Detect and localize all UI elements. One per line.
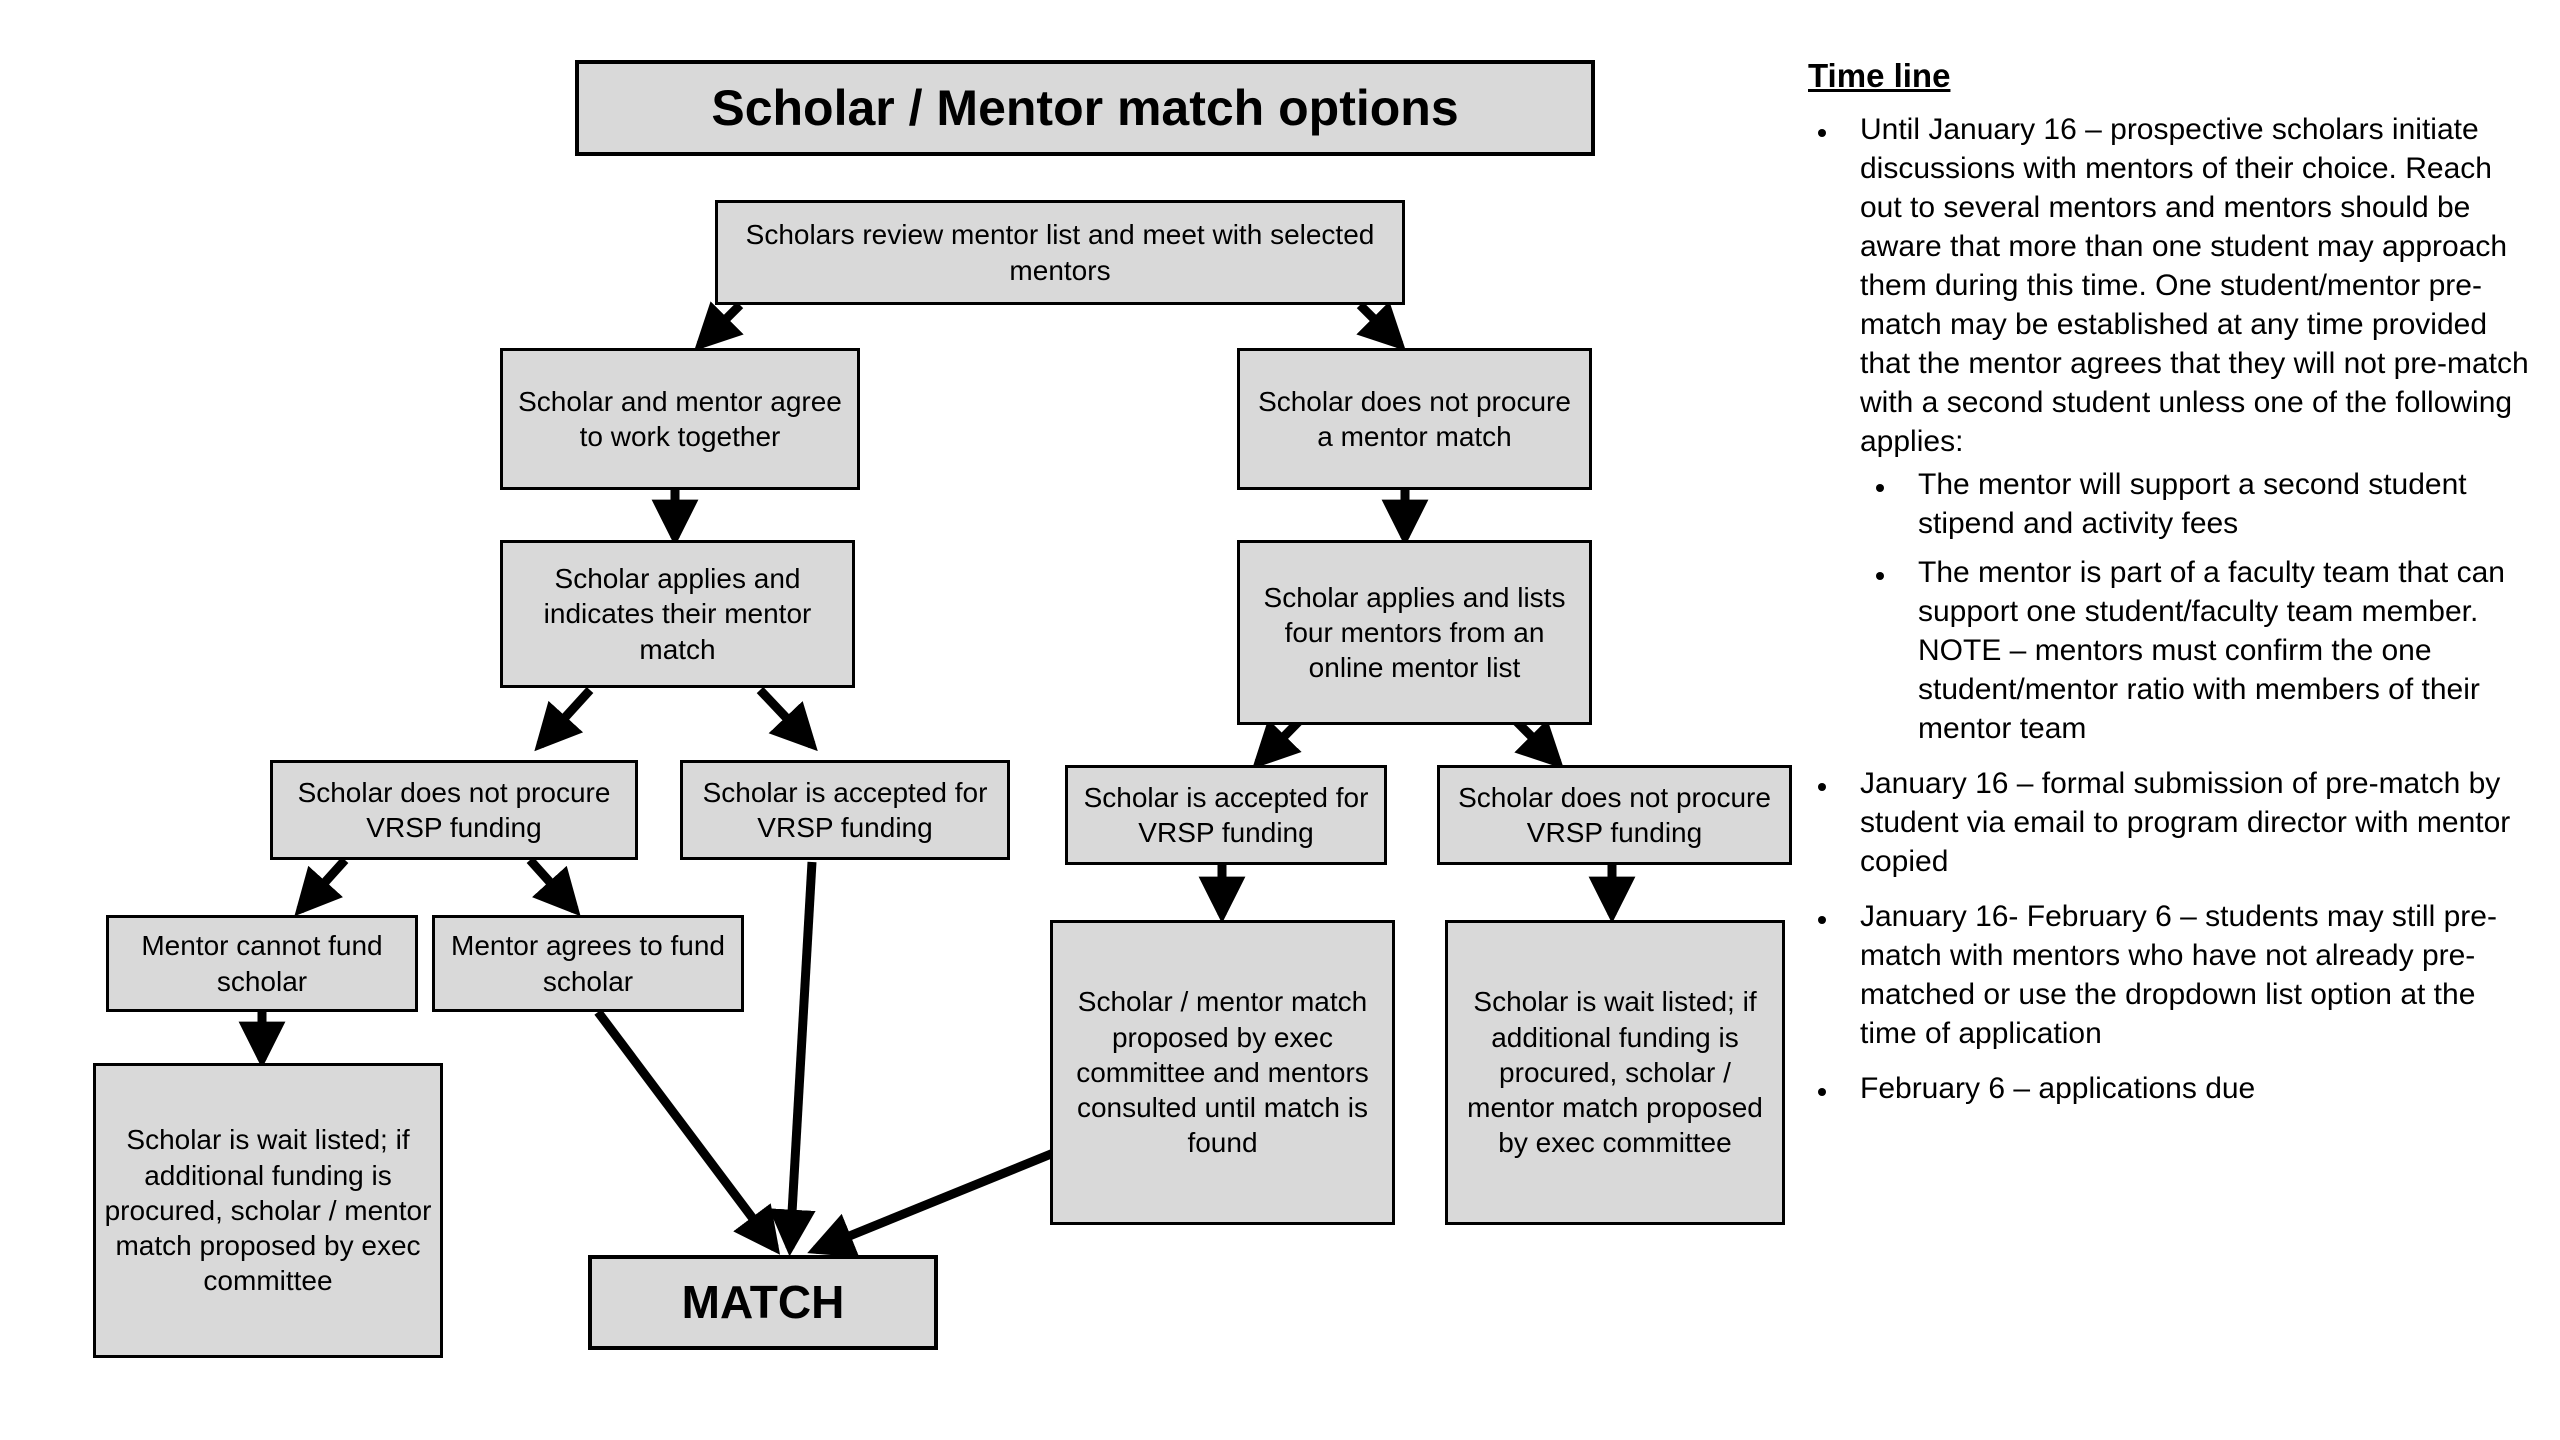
node-scholar-applies-lists-four-mentors[interactable]: Scholar applies and lists four mentors f… <box>1237 540 1592 725</box>
node-scholar-applies-indicates-mentor-match[interactable]: Scholar applies and indicates their ment… <box>500 540 855 688</box>
bullet-icon <box>1876 571 1884 580</box>
node-right-scholar-does-not-procure-vrsp[interactable]: Scholar does not procure VRSP funding <box>1437 765 1792 865</box>
bullet-icon <box>1818 128 1826 137</box>
node-match-terminal[interactable]: MATCH <box>588 1255 938 1350</box>
timeline-item-text: Until January 16 – prospective scholars … <box>1860 113 2529 459</box>
node-scholars-review-mentor-list[interactable]: Scholars review mentor list and meet wit… <box>715 200 1405 305</box>
timeline-item: January 16- February 6 – students may st… <box>1800 897 2540 1053</box>
node-mentor-agrees-to-fund-scholar[interactable]: Mentor agrees to fund scholar <box>432 915 744 1012</box>
diagram-title-box: Scholar / Mentor match options <box>575 60 1595 156</box>
node-scholar-does-not-procure-mentor-match[interactable]: Scholar does not procure a mentor match <box>1237 348 1592 490</box>
bullet-icon <box>1818 1087 1826 1096</box>
timeline-item-text: February 6 – applications due <box>1860 1072 2256 1106</box>
bullet-icon <box>1876 483 1884 492</box>
node-left-scholar-accepted-vrsp[interactable]: Scholar is accepted for VRSP funding <box>680 760 1010 860</box>
timeline-list: Until January 16 – prospective scholars … <box>1800 110 2540 1108</box>
timeline-subitem-text: The mentor is part of a faculty team tha… <box>1918 556 2505 746</box>
timeline-subitem-text: The mentor will support a second student… <box>1918 468 2467 541</box>
timeline-subitem: The mentor is part of a faculty team tha… <box>1860 553 2540 748</box>
node-left-scholar-wait-listed[interactable]: Scholar is wait listed; if additional fu… <box>93 1063 443 1358</box>
timeline-item: Until January 16 – prospective scholars … <box>1800 110 2540 748</box>
node-match-proposed-by-exec-committee[interactable]: Scholar / mentor match proposed by exec … <box>1050 920 1395 1225</box>
timeline-heading: Time line <box>1808 57 1951 94</box>
bullet-icon <box>1818 915 1826 924</box>
bullet-icon <box>1818 782 1826 791</box>
timeline-item-text: January 16- February 6 – students may st… <box>1860 900 2497 1051</box>
node-right-scholar-accepted-vrsp[interactable]: Scholar is accepted for VRSP funding <box>1065 765 1387 865</box>
timeline-subitem: The mentor will support a second student… <box>1860 465 2540 543</box>
timeline-item-text: January 16 – formal submission of pre-ma… <box>1860 767 2511 879</box>
node-scholar-and-mentor-agree[interactable]: Scholar and mentor agree to work togethe… <box>500 348 860 490</box>
node-mentor-cannot-fund-scholar[interactable]: Mentor cannot fund scholar <box>106 915 418 1012</box>
timeline-panel: Time line Until January 16 – prospective… <box>1800 57 2540 1124</box>
node-left-scholar-does-not-procure-vrsp[interactable]: Scholar does not procure VRSP funding <box>270 760 638 860</box>
timeline-item: January 16 – formal submission of pre-ma… <box>1800 764 2540 881</box>
timeline-item: February 6 – applications due <box>1800 1069 2540 1108</box>
node-right-scholar-wait-listed[interactable]: Scholar is wait listed; if additional fu… <box>1445 920 1785 1225</box>
timeline-sublist: The mentor will support a second student… <box>1860 465 2540 748</box>
